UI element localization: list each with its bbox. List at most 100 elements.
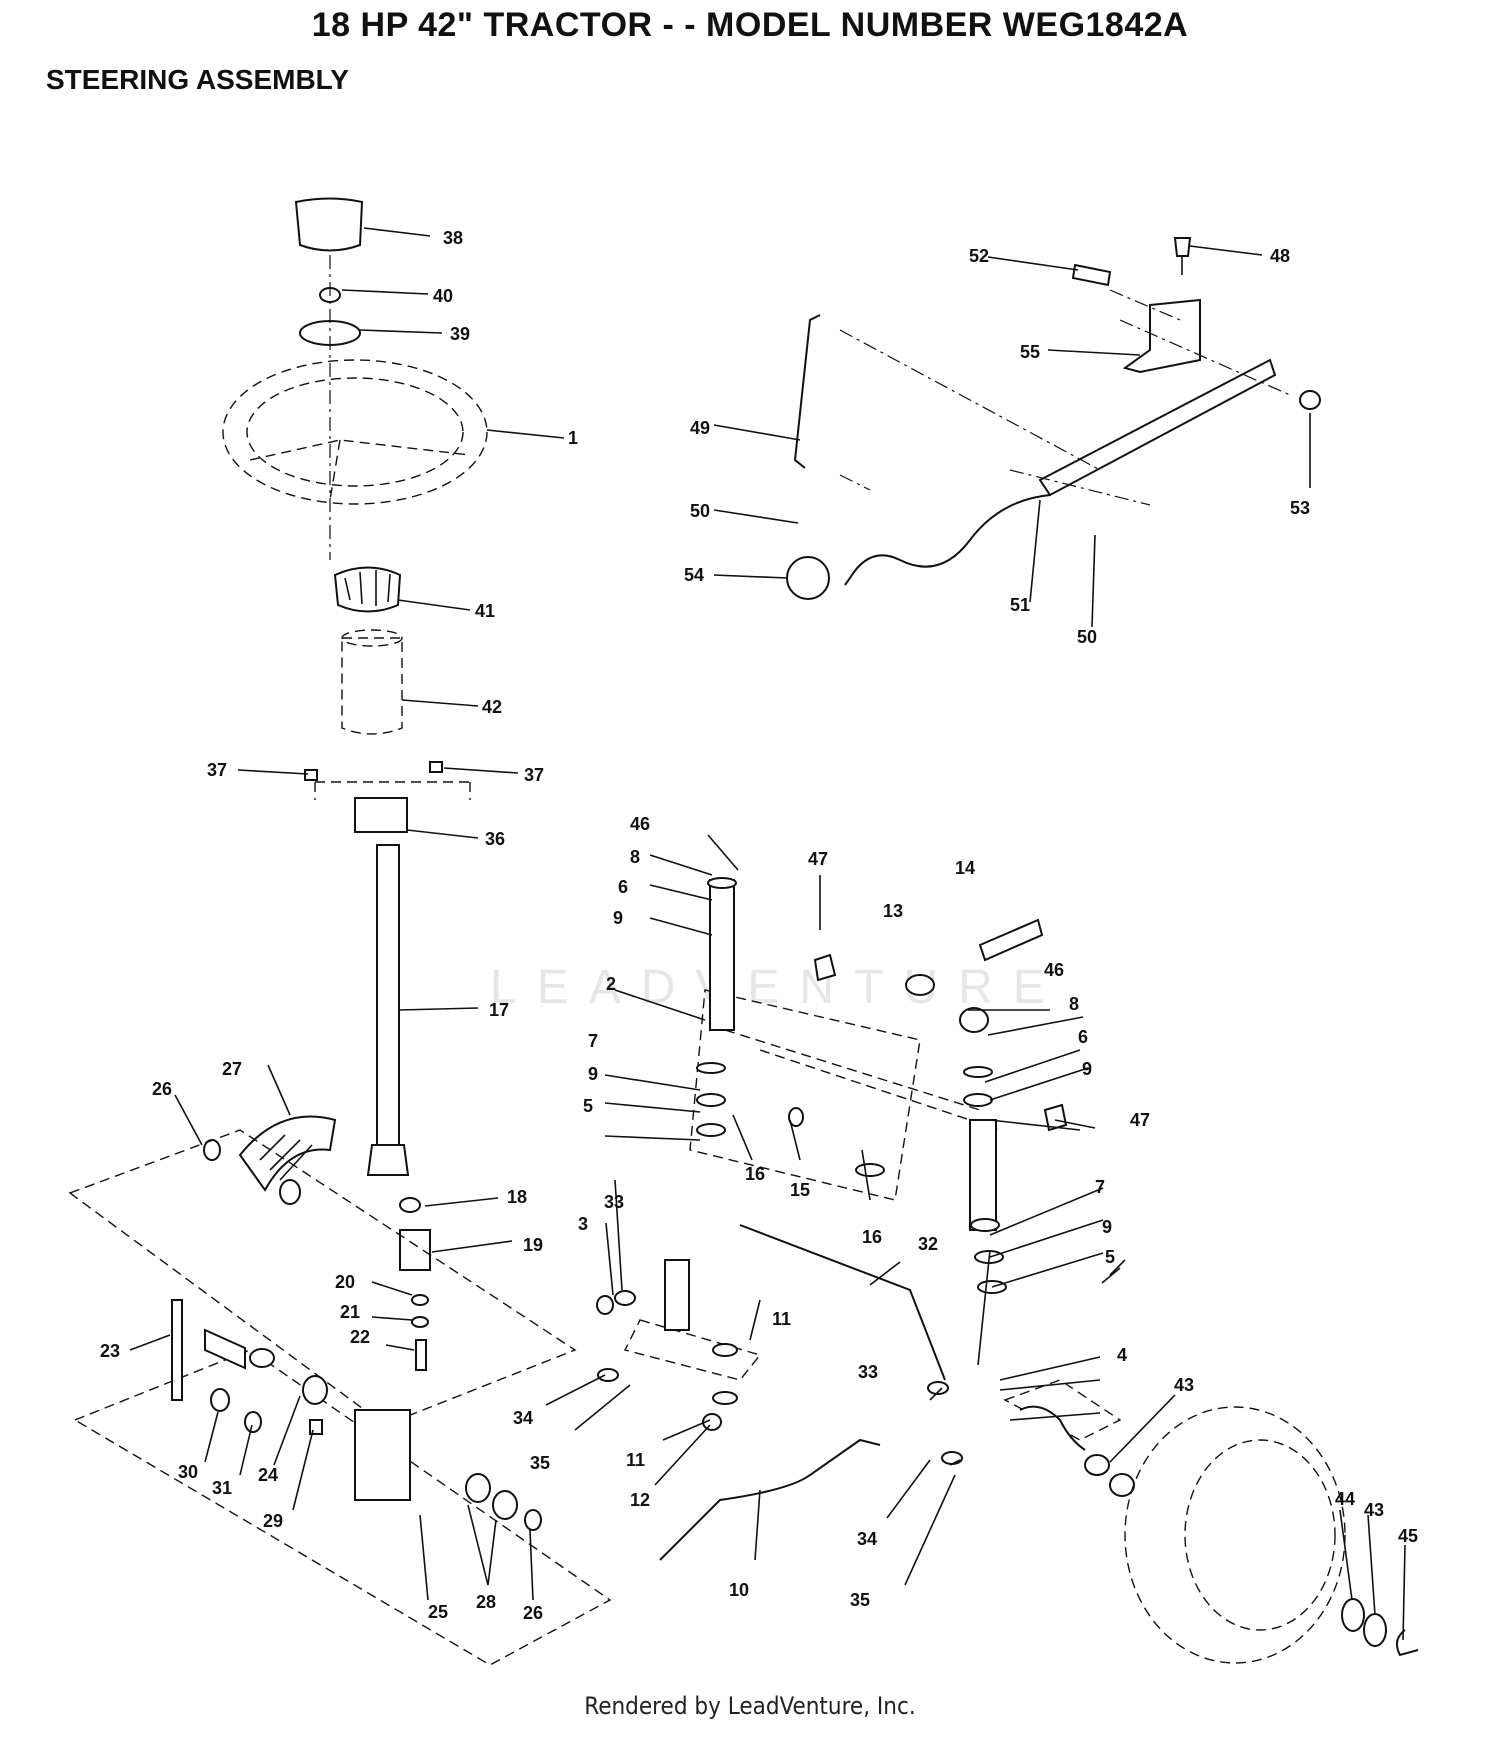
callout-6a: 6 xyxy=(618,877,628,897)
callout-37b: 37 xyxy=(524,765,544,785)
callout-21: 21 xyxy=(340,1302,360,1322)
spindle-part-right xyxy=(969,1119,997,1231)
callout-33a: 33 xyxy=(604,1192,624,1212)
callout-5b: 5 xyxy=(1105,1247,1115,1267)
callout-18: 18 xyxy=(507,1187,527,1207)
spindle-part-left xyxy=(709,879,735,1031)
callout-11a: 11 xyxy=(772,1309,791,1329)
callout-25: 25 xyxy=(428,1602,448,1622)
callout-17: 17 xyxy=(489,1000,509,1020)
callout-9c: 9 xyxy=(1082,1059,1092,1079)
callout-55: 55 xyxy=(1020,342,1040,362)
leader-lines xyxy=(129,227,1406,1641)
callout-labels: 38 40 39 1 41 42 37 37 36 17 27 26 18 19… xyxy=(100,228,1418,1623)
support-plate-outline xyxy=(68,1129,577,1426)
callout-43a: 43 xyxy=(1174,1375,1194,1395)
steering-hub-part xyxy=(333,566,402,613)
tie-rod-part xyxy=(659,1438,881,1561)
callout-48: 48 xyxy=(1270,246,1290,266)
callout-34b: 34 xyxy=(857,1529,877,1549)
footer-credit: Rendered by LeadVenture, Inc. xyxy=(584,1692,916,1720)
callout-30: 30 xyxy=(178,1462,198,1482)
callout-39: 39 xyxy=(450,324,470,344)
callout-5a: 5 xyxy=(583,1096,593,1116)
callout-47b: 47 xyxy=(1130,1110,1150,1130)
steering-shaft-part xyxy=(376,844,400,1146)
page-title: 18 HP 42" TRACTOR - - MODEL NUMBER WEG18… xyxy=(311,6,1189,44)
callout-24: 24 xyxy=(258,1465,278,1485)
callout-8a: 8 xyxy=(630,847,640,867)
callout-42: 42 xyxy=(482,697,502,717)
callout-7b: 7 xyxy=(1095,1177,1105,1197)
callout-51: 51 xyxy=(1010,595,1030,615)
callout-32: 32 xyxy=(918,1234,938,1254)
callout-46b: 46 xyxy=(1044,960,1064,980)
lift-lever-part xyxy=(1038,358,1277,497)
callout-38: 38 xyxy=(443,228,463,248)
callout-40: 40 xyxy=(433,286,453,306)
callout-52: 52 xyxy=(969,246,989,266)
callout-37a: 37 xyxy=(207,760,227,780)
bolt-part xyxy=(1071,263,1112,287)
callout-4: 4 xyxy=(1117,1345,1127,1365)
callout-50a: 50 xyxy=(690,501,710,521)
callout-2: 2 xyxy=(606,974,616,994)
callout-7a: 7 xyxy=(588,1031,598,1051)
callout-23: 23 xyxy=(100,1341,120,1361)
callout-3: 3 xyxy=(578,1214,588,1234)
page-subtitle: STEERING ASSEMBLY xyxy=(46,64,349,95)
front-wheel-outline xyxy=(1124,1406,1346,1664)
callout-16b: 16 xyxy=(862,1227,882,1247)
steering-wheel-part xyxy=(222,359,488,505)
callout-43b: 43 xyxy=(1364,1500,1384,1520)
callout-47a: 47 xyxy=(808,849,828,869)
callout-15: 15 xyxy=(790,1180,810,1200)
callout-16a: 16 xyxy=(745,1164,765,1184)
callout-9a: 9 xyxy=(613,908,623,928)
callout-34a: 34 xyxy=(513,1408,533,1428)
callout-19: 19 xyxy=(523,1235,543,1255)
callout-31: 31 xyxy=(212,1478,232,1498)
callout-50b: 50 xyxy=(1077,627,1097,647)
callout-9d: 9 xyxy=(1102,1217,1112,1237)
column-bracket-part xyxy=(354,797,408,833)
callout-35a: 35 xyxy=(530,1453,550,1473)
callout-13: 13 xyxy=(883,901,903,921)
callout-28: 28 xyxy=(476,1592,496,1612)
callout-53: 53 xyxy=(1290,498,1310,518)
callout-22: 22 xyxy=(350,1327,370,1347)
callout-44: 44 xyxy=(1335,1489,1355,1509)
callout-45: 45 xyxy=(1398,1526,1418,1546)
callout-35b: 35 xyxy=(850,1590,870,1610)
callout-10: 10 xyxy=(729,1580,749,1600)
callout-41: 41 xyxy=(475,601,495,621)
callout-27: 27 xyxy=(222,1059,242,1079)
parts-drawing xyxy=(68,197,1419,1666)
drag-link-part xyxy=(739,1224,946,1381)
cap-part xyxy=(294,197,364,252)
callout-11b: 11 xyxy=(626,1450,645,1470)
callout-49: 49 xyxy=(690,418,710,438)
mounting-bracket-part xyxy=(1122,298,1201,374)
callout-14: 14 xyxy=(955,858,975,878)
pinion-part xyxy=(399,1229,431,1271)
callout-1: 1 xyxy=(568,428,578,448)
handle-knob-part xyxy=(786,556,830,600)
front-axle-outline xyxy=(689,989,921,1201)
callout-29: 29 xyxy=(263,1511,283,1531)
callout-36: 36 xyxy=(485,829,505,849)
callout-9b: 9 xyxy=(588,1064,598,1084)
callout-26a: 26 xyxy=(152,1079,172,1099)
callout-6b: 6 xyxy=(1078,1027,1088,1047)
spring-part xyxy=(978,918,1044,962)
callout-12: 12 xyxy=(630,1490,650,1510)
sleeve-part xyxy=(341,637,403,735)
callout-26b: 26 xyxy=(523,1603,543,1623)
callout-54: 54 xyxy=(684,565,704,585)
callout-20: 20 xyxy=(335,1272,355,1292)
steering-plate-part xyxy=(354,1409,411,1501)
callout-33b: 33 xyxy=(858,1362,878,1382)
callout-46a: 46 xyxy=(630,814,650,834)
callout-8b: 8 xyxy=(1069,994,1079,1014)
